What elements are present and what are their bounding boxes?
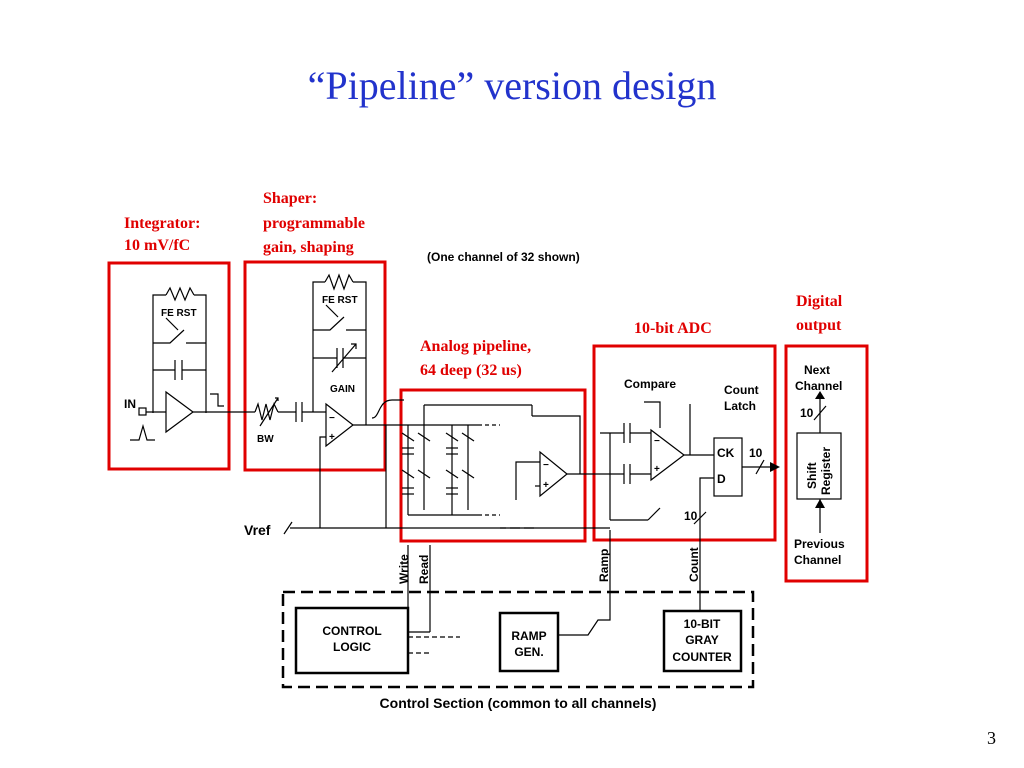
shaper-desc-label-2: gain, shaping: [263, 239, 354, 256]
pipeline-highlight-box: [399, 388, 587, 543]
control-logic-label-2: LOGIC: [333, 640, 371, 654]
shaper-label: Shaper:: [263, 190, 317, 207]
count-signal-label: Count: [687, 547, 701, 582]
integrator-circuit: FE RST IN: [124, 286, 255, 441]
bus-width-latch-out: 10: [749, 446, 763, 460]
adc-minus-sign: −: [654, 436, 660, 447]
adc-label: 10-bit ADC: [634, 320, 712, 337]
shift-register-label-2: Register: [819, 447, 833, 495]
control-section: CONTROL LOGIC RAMP GEN. 10-BIT GRAY COUN…: [281, 590, 755, 689]
gain-label: GAIN: [330, 384, 355, 395]
adc-circuit: Compare − + CK D Count Latch 10 10: [500, 377, 780, 610]
pipeline-depth-label: 64 deep (32 us): [420, 362, 522, 379]
shaper-plus-sign: +: [329, 432, 335, 443]
digital-output-circuit: Next Channel 10 Shift Register Previous …: [794, 363, 845, 567]
digital-output-label-2: output: [796, 317, 842, 334]
read-signal-label: Read: [417, 555, 431, 584]
gray-counter-label-1: 10-BIT: [684, 617, 721, 631]
pipeline-minus-sign: −: [543, 460, 549, 471]
bandwidth-label: BW: [257, 434, 274, 445]
shaper-desc-label-1: programmable: [263, 215, 365, 232]
pipeline-label: Analog pipeline,: [420, 338, 531, 355]
pipeline-plus-sign: +: [543, 480, 549, 491]
previous-channel-label-2: Channel: [794, 553, 841, 567]
shift-register-box: [796, 432, 842, 500]
next-channel-label-1: Next: [804, 363, 830, 377]
one-channel-note: (One channel of 32 shown): [427, 250, 580, 264]
slide-title: “Pipeline” version design: [307, 63, 717, 108]
vref-label: Vref: [244, 522, 271, 538]
ck-label: CK: [717, 446, 735, 460]
shift-register-label-1: Shift: [805, 462, 819, 489]
d-label: D: [717, 472, 726, 486]
page-number: 3: [987, 728, 996, 748]
shaper-highlight-box: [243, 260, 387, 472]
compare-label: Compare: [624, 377, 676, 391]
count-latch-label-2: Latch: [724, 399, 756, 413]
gray-counter-box: [662, 609, 743, 673]
next-channel-label-2: Channel: [795, 379, 842, 393]
fe-rst-label-1: FE RST: [161, 308, 197, 319]
ramp-signal-label: Ramp: [597, 549, 611, 582]
digital-output-highlight-box: [784, 344, 869, 583]
integrator-label: Integrator:: [124, 215, 200, 232]
ramp-gen-label-1: RAMP: [511, 629, 546, 643]
bus-width-next: 10: [800, 406, 814, 420]
control-section-caption: Control Section (common to all channels): [380, 695, 657, 711]
ramp-gen-label-2: GEN.: [514, 645, 543, 659]
bus-width-count-in: 10: [684, 509, 698, 523]
control-section-boundary: [281, 590, 755, 689]
fe-rst-label-2: FE RST: [322, 295, 358, 306]
control-logic-box: [294, 606, 410, 675]
digital-output-label-1: Digital: [796, 293, 843, 310]
count-latch-label-1: Count: [724, 383, 759, 397]
input-label: IN: [124, 397, 136, 411]
previous-channel-label-1: Previous: [794, 537, 845, 551]
write-signal-label: Write: [397, 554, 411, 584]
integrator-gain-label: 10 mV/fC: [124, 237, 190, 254]
adc-plus-sign: +: [654, 464, 660, 475]
integrator-highlight-box: [107, 261, 231, 471]
adc-highlight-box: [592, 344, 777, 542]
ramp-gen-box: [498, 611, 560, 673]
gray-counter-label-3: COUNTER: [672, 650, 732, 664]
shaper-circuit: BW FE RST GAIN − +: [254, 273, 404, 528]
control-logic-label-1: CONTROL: [322, 624, 381, 638]
gray-counter-label-2: GRAY: [685, 633, 719, 647]
shaper-minus-sign: −: [329, 413, 335, 424]
count-latch-box: [713, 437, 743, 497]
